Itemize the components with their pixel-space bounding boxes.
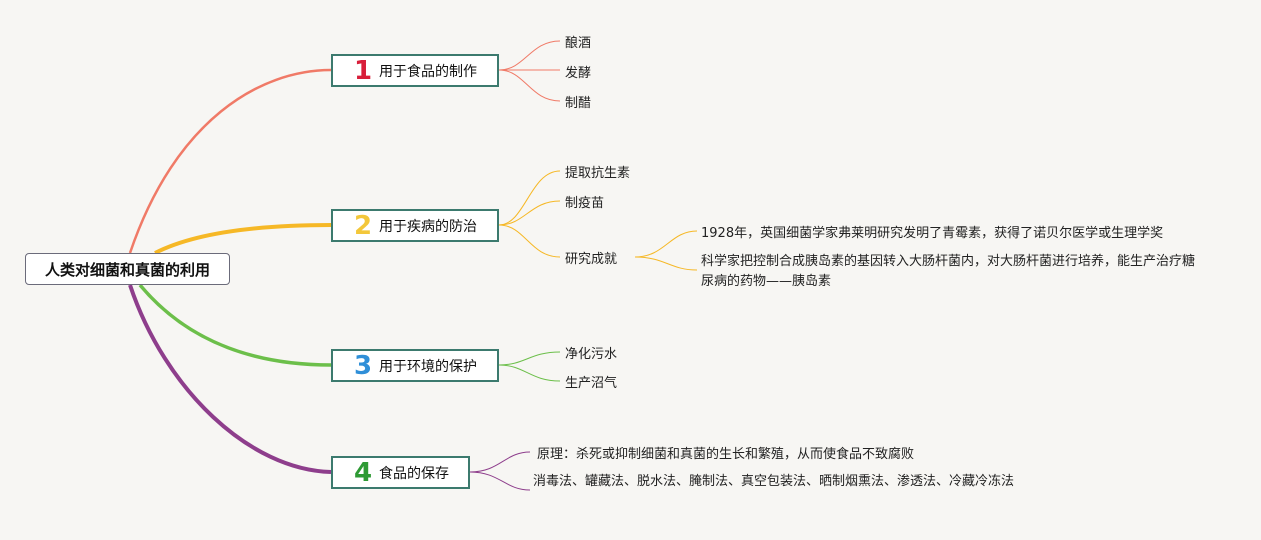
leaf-b1-1[interactable]: 酿酒: [565, 36, 592, 51]
leaf-b3-2[interactable]: 生产沼气: [565, 376, 618, 391]
link-b4-c1: [469, 451, 531, 473]
branch-node-4[interactable]: 4 食品的保存: [331, 456, 470, 489]
leaf-b2-3[interactable]: 研究成就: [565, 252, 618, 267]
leaf-b4-principle[interactable]: 原理：杀死或抑制细菌和真菌的生长和繁殖，从而使食品不致腐败: [537, 447, 915, 462]
link-b2-sub2: [634, 256, 698, 271]
branch-label-3: 用于环境的保护: [379, 358, 477, 375]
leaf-b2-1[interactable]: 提取抗生素: [565, 166, 631, 181]
leaf-b1-3[interactable]: 制醋: [565, 96, 592, 111]
branch-number-3: 3: [353, 350, 373, 381]
link-root-branch-4: [128, 284, 332, 474]
branch-node-2[interactable]: 2 用于疾病的防治: [331, 209, 499, 242]
root-node[interactable]: 人类对细菌和真菌的利用: [25, 253, 230, 285]
leaf-b3-1[interactable]: 净化污水: [565, 347, 618, 362]
link-root-branch-3: [138, 283, 332, 367]
link-b1-c3: [498, 69, 561, 102]
link-b2-c1: [498, 170, 561, 226]
link-b2-c3: [498, 224, 561, 258]
branch-number-2: 2: [353, 210, 373, 241]
link-root-branch-1: [128, 68, 332, 254]
branch-number-1: 1: [353, 55, 373, 86]
link-b2-c2: [498, 200, 561, 226]
leaf-b2-research-2[interactable]: 科学家把控制合成胰岛素的基因转入大肠杆菌内，对大肠杆菌进行培养，能生产治疗糖尿病…: [701, 254, 1196, 289]
leaf-b2-research-1[interactable]: 1928年，英国细菌学家弗莱明研究发明了青霉素，获得了诺贝尔医学或生理学奖: [701, 226, 1164, 241]
link-root-branch-2: [154, 223, 332, 255]
branch-node-3[interactable]: 3 用于环境的保护: [331, 349, 499, 382]
leaf-b2-2[interactable]: 制疫苗: [565, 196, 605, 211]
link-b3-c1: [498, 351, 561, 366]
leaf-b1-2[interactable]: 发酵: [565, 66, 592, 81]
link-b4-c2: [469, 471, 531, 491]
branch-label-2: 用于疾病的防治: [379, 218, 477, 235]
branch-label-4: 食品的保存: [379, 465, 449, 482]
leaf-b4-methods[interactable]: 消毒法、罐藏法、脱水法、腌制法、真空包装法、晒制烟熏法、渗透法、冷藏冷冻法: [533, 474, 1015, 489]
branch-number-4: 4: [353, 457, 373, 488]
link-b3-c2: [498, 364, 561, 382]
link-b1-c1: [498, 40, 561, 71]
link-b2-sub1: [634, 230, 698, 258]
branch-label-1: 用于食品的制作: [379, 63, 477, 80]
branch-node-1[interactable]: 1 用于食品的制作: [331, 54, 499, 87]
